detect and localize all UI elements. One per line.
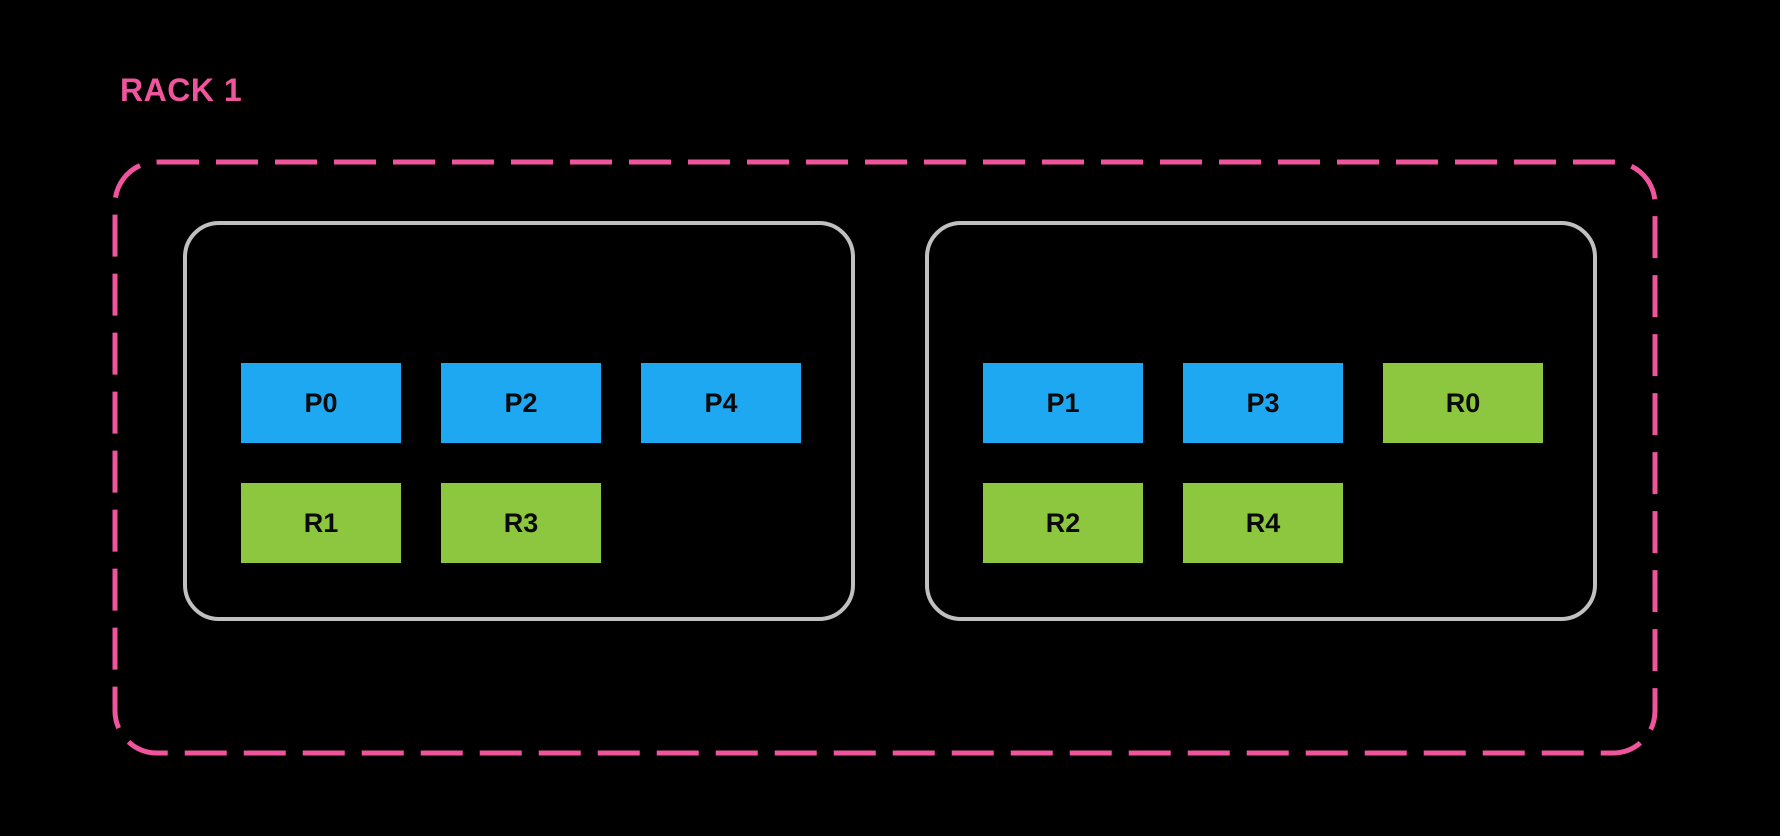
chip-label: R1 [303,507,339,538]
chip-label: R3 [503,507,539,538]
chip-label: P0 [304,387,338,418]
chip-p3: P3 [1183,363,1343,443]
chip-r3: R3 [441,483,601,563]
chip-label: R2 [1045,507,1081,538]
chip-p2: P2 [441,363,601,443]
rack-title: RACK 1 [120,72,243,108]
chip-label: R4 [1245,507,1281,538]
chip-r2: R2 [983,483,1143,563]
chip-p4: P4 [641,363,801,443]
host-board-1: P0 P2 P4 R1 R3 [183,221,855,621]
chip-label: P1 [1046,387,1080,418]
chip-label: R0 [1445,387,1481,418]
chip-r4: R4 [1183,483,1343,563]
host-board-2: P1 P3 R0 R2 R4 [925,221,1597,621]
chip-r0: R0 [1383,363,1543,443]
chip-label: P2 [504,387,538,418]
chip-r1: R1 [241,483,401,563]
chip-p1: P1 [983,363,1143,443]
chip-p0: P0 [241,363,401,443]
rack-dashed-boundary [112,159,1658,756]
chip-label: P3 [1246,387,1280,418]
chip-label: P4 [704,387,738,418]
